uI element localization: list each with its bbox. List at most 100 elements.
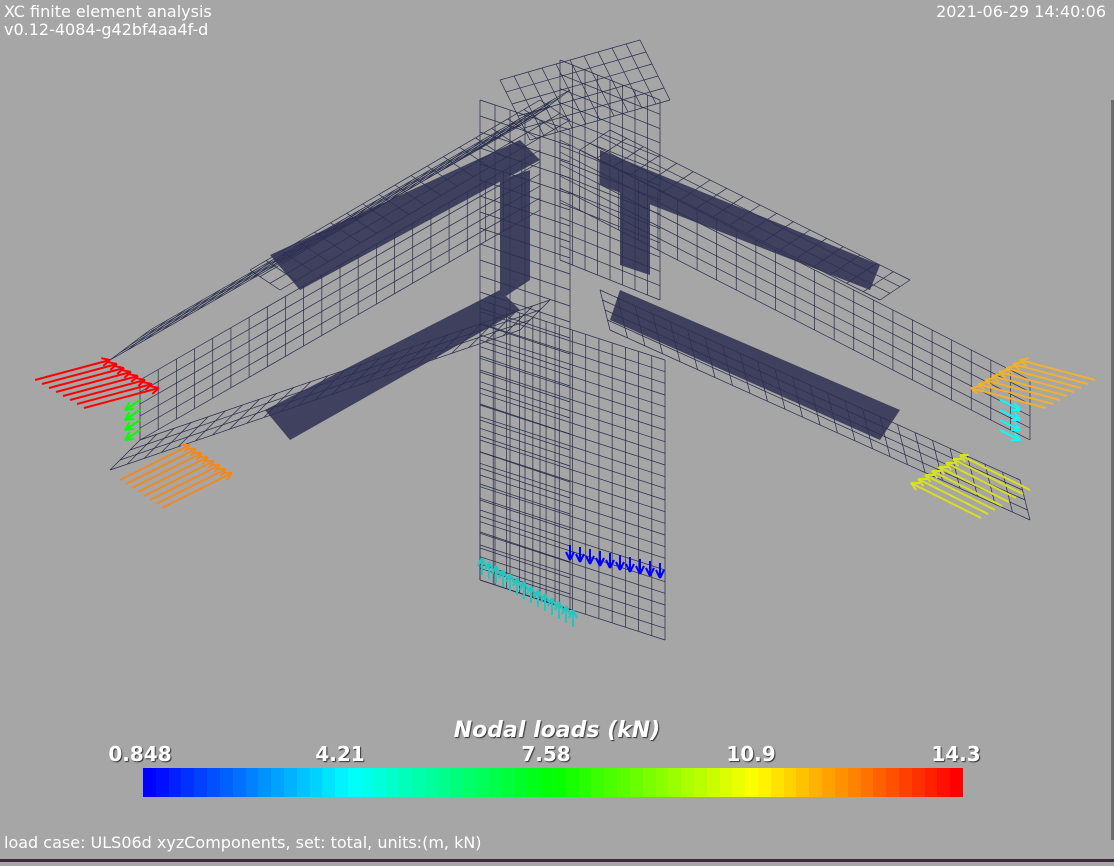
mesh-edge (130, 375, 139, 383)
color-band (540, 768, 553, 797)
mesh-edge (479, 499, 571, 531)
mesh-edge (998, 369, 1008, 373)
scalar-bar-tick: 10.9 (726, 742, 776, 766)
mesh-edge (984, 379, 993, 387)
mesh-edge (479, 451, 571, 483)
color-band (283, 768, 297, 797)
mesh-edge (551, 597, 557, 607)
mesh-edge (569, 551, 575, 561)
mesh-edge (619, 561, 625, 571)
mesh-edge (569, 59, 601, 121)
color-band (373, 768, 387, 797)
mesh-edge (124, 437, 134, 441)
mesh-edge (55, 371, 132, 393)
color-band (258, 768, 272, 797)
nodal-load-arrows (34, 357, 1096, 627)
color-band (450, 768, 464, 797)
mesh-edge (537, 589, 543, 599)
color-band (219, 768, 233, 797)
mesh-edge (144, 383, 153, 391)
mesh-edge (124, 429, 141, 441)
mesh-edge (629, 563, 635, 573)
mesh-edge (481, 557, 487, 567)
mesh-edge (151, 387, 160, 395)
mesh-edge (1019, 359, 1028, 367)
mesh-edge (479, 275, 571, 307)
mesh-edge (589, 555, 595, 565)
mesh-edge (970, 387, 979, 395)
mesh-edge (595, 557, 601, 567)
mesh-edge (639, 39, 671, 101)
color-band (834, 768, 848, 797)
mesh-edge (178, 416, 209, 447)
load-case-caption: load case: ULS06d xyzComponents, set: to… (4, 833, 482, 852)
mesh-edge (479, 556, 666, 617)
mesh-edge (645, 567, 651, 577)
mesh-edge (952, 458, 960, 467)
app-version: v0.12-4084-g42bf4aa4f-d (4, 20, 209, 39)
color-band (924, 768, 938, 797)
mesh-edge (249, 99, 541, 271)
color-band (322, 768, 336, 797)
mesh-edge (477, 557, 483, 567)
mesh-edge (488, 561, 494, 571)
mesh-edge (568, 609, 574, 619)
mesh-edge (527, 71, 559, 133)
mesh-edge (1012, 363, 1089, 385)
color-band (412, 768, 425, 797)
mesh-edge (1012, 361, 1022, 365)
mesh-edge (611, 47, 643, 109)
color-band (296, 768, 310, 797)
mesh-edge (513, 75, 545, 137)
dense-mesh-regions (265, 140, 900, 440)
scalar-bar-tick: 7.58 (521, 742, 571, 766)
mesh-edge (970, 385, 980, 389)
mesh-edge (246, 393, 277, 424)
mesh-edge (998, 371, 1007, 379)
color-band (898, 768, 912, 797)
mesh-edge (122, 369, 132, 373)
mesh-edge (155, 468, 227, 505)
mesh-edge (102, 359, 111, 367)
dense-mesh-band (500, 170, 530, 300)
mesh-edge (139, 97, 561, 338)
mesh-edge (479, 498, 666, 559)
mesh-edge (579, 553, 585, 563)
color-band (271, 768, 284, 797)
color-band (758, 768, 771, 797)
mesh-edge (959, 454, 967, 463)
mesh-edge (48, 367, 125, 389)
dense-mesh-band (610, 290, 900, 440)
mesh-edge (572, 609, 578, 619)
color-band (822, 768, 835, 797)
mesh-edge (615, 561, 621, 571)
dense-mesh-band (270, 140, 540, 290)
color-band (783, 768, 797, 797)
mesh-edge (655, 569, 661, 579)
mesh-edge (516, 577, 522, 587)
mesh-edge (1013, 432, 1021, 441)
mesh-edge (910, 482, 918, 491)
mesh-edge (1013, 402, 1021, 411)
mesh-edge (479, 419, 571, 451)
mesh-edge (609, 559, 615, 569)
color-band (706, 768, 720, 797)
mesh-edge (124, 417, 134, 421)
mesh-edge (126, 433, 158, 465)
color-band (245, 768, 259, 797)
mesh-edge (143, 428, 175, 459)
color-band (437, 768, 451, 797)
mesh-edge (124, 427, 134, 431)
color-band (578, 768, 592, 797)
mesh-edge (910, 482, 982, 519)
color-band (565, 768, 579, 797)
mesh-edge (999, 419, 1021, 431)
mesh-edge (479, 358, 666, 419)
mesh-edge (479, 404, 666, 466)
mesh-edge (109, 363, 118, 371)
color-band (553, 768, 566, 797)
color-band (476, 768, 489, 797)
mesh-edge (479, 99, 571, 131)
